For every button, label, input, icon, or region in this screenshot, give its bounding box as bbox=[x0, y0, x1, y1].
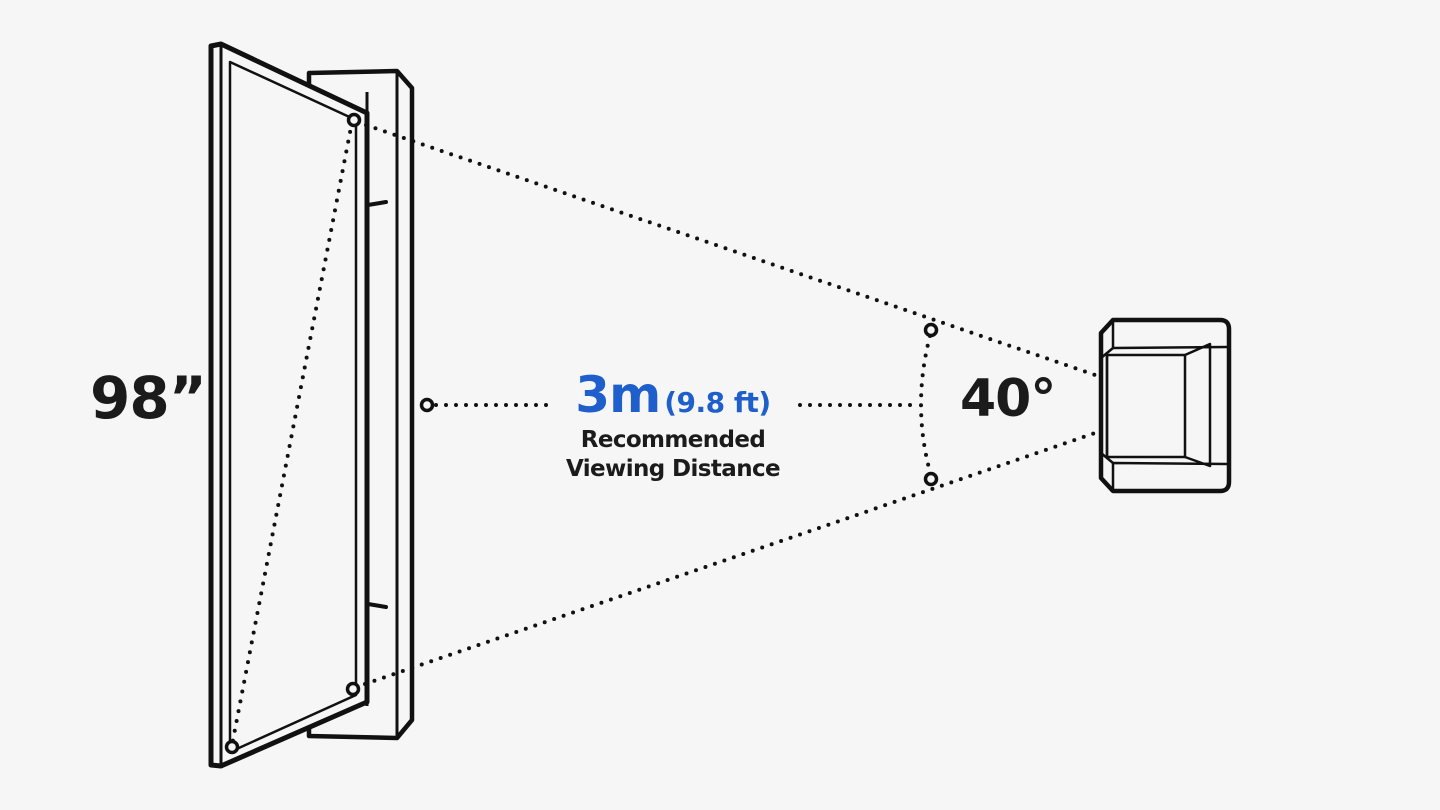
distance-caption: Recommended Viewing Distance bbox=[548, 426, 798, 484]
screen-bottom-right-marker-icon bbox=[345, 681, 361, 697]
distance-imperial-value: (9.8 ft) bbox=[664, 386, 771, 419]
distance-metric-value: 3m bbox=[575, 366, 661, 424]
sight-lines bbox=[363, 123, 1100, 686]
screen-size-label: 98” bbox=[90, 364, 207, 432]
tv-center-marker-icon bbox=[419, 397, 435, 413]
screen-diagonal-dotted-line bbox=[230, 120, 354, 747]
angle-bottom-marker-icon bbox=[923, 471, 939, 487]
distance-caption-line-1: Recommended bbox=[580, 427, 766, 453]
screen-bottom-left-marker-icon bbox=[224, 739, 240, 755]
distance-value: 3m(9.8 ft) bbox=[548, 370, 798, 420]
angle-top-marker-icon bbox=[923, 322, 939, 338]
distance-label-group: 3m(9.8 ft) Recommended Viewing Distance bbox=[548, 370, 798, 484]
screen-top-marker-icon bbox=[346, 112, 362, 128]
viewing-angle-label: 40° bbox=[960, 369, 1056, 429]
point-markers bbox=[224, 112, 939, 755]
tv-icon bbox=[208, 41, 370, 769]
distance-caption-line-2: Viewing Distance bbox=[565, 456, 781, 482]
armchair-icon bbox=[1098, 317, 1232, 494]
